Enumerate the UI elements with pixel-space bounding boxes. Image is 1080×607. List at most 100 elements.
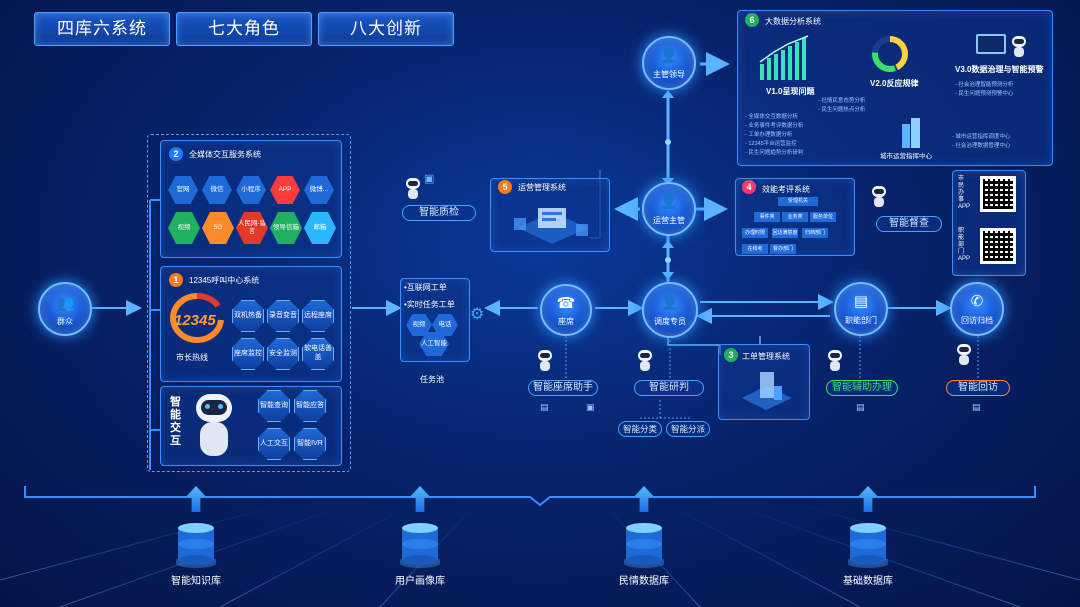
workorder-title: 工单管理系统 (742, 352, 790, 361)
hotline-caption: 市长热线 (176, 353, 208, 362)
seat-node[interactable]: ☎ 座席 (540, 284, 592, 336)
robot-icon (955, 344, 973, 366)
performance-header: 受理机关 (778, 197, 818, 206)
qr-code (980, 176, 1016, 212)
hotline-feature-tile[interactable]: 远程座席 (302, 300, 334, 332)
robot-icon (826, 350, 844, 372)
smart-interaction-tile[interactable]: 智能应答 (294, 390, 326, 422)
hotline-feature-tile[interactable]: 座席监控 (232, 338, 264, 370)
media-channel-tile[interactable]: 小程序 (236, 176, 266, 204)
smart-assist-handle-label[interactable]: 智能辅助办理 (826, 380, 898, 396)
donut-chart-icon (870, 34, 910, 74)
tab-eight-innovations[interactable]: 八大创新 (318, 12, 454, 46)
performance-cell: 回访满意度 (772, 228, 798, 238)
department-node-label: 职能部门 (845, 316, 877, 325)
public-node-label: 群众 (57, 317, 73, 326)
performance-cell: 办理时限 (742, 228, 768, 238)
hotline-feature-tile[interactable]: 软电话善盖 (302, 338, 334, 370)
bigdata-list-item: - 民生问题预测预警中心 (955, 91, 1014, 97)
performance-cell: 业务类 (782, 212, 808, 222)
robot-icon (536, 350, 554, 372)
hotline-feature-tile[interactable]: 录音变音 (267, 300, 299, 332)
smart-interaction-tile[interactable]: 智能查询 (258, 390, 290, 422)
media-channel-tile[interactable]: 官网 (168, 176, 198, 204)
dispatch-node[interactable]: 👤 调度专员 (642, 282, 698, 338)
system-number-badge: 5 (498, 180, 512, 194)
system-number-badge: 6 (745, 13, 759, 27)
smart-callback-label[interactable]: 智能回访 (946, 380, 1010, 396)
system-number-badge: 2 (169, 147, 183, 161)
supervisor-icon: 👤 (659, 193, 679, 210)
hotline-feature-tile[interactable]: 双机热备 (232, 300, 264, 332)
robot-icon (636, 350, 654, 372)
system-number-badge: 1 (169, 273, 183, 287)
bigdata-list-item: - 社情民意态势分析 (818, 98, 866, 104)
smart-supervise-label[interactable]: 智能督查 (876, 216, 942, 232)
smart-interaction-label: 智能交互 (170, 396, 181, 447)
tab-seven-roles[interactable]: 七大角色 (176, 12, 312, 46)
dispatcher-icon: 👤 (660, 294, 680, 311)
department-node[interactable]: ▤ 职能部门 (834, 282, 888, 336)
workorder-illustration (738, 366, 794, 412)
left-systems-panel (147, 134, 351, 472)
task-cell-phone: 电话 (432, 314, 458, 336)
task-cell-video: 视频 (406, 314, 432, 336)
document-icon: ▤ (856, 402, 865, 412)
database-cylinder-icon (398, 518, 442, 568)
robot-icon (404, 178, 422, 200)
robot-mascot (194, 394, 234, 460)
media-channel-tile[interactable]: 微信 (202, 176, 232, 204)
task-cell-ai: 人工智能 (419, 332, 449, 356)
performance-cell: 在线考 (742, 244, 768, 254)
bigdata-v1: V1.0呈现问题 (766, 87, 815, 96)
smart-dispatch-label[interactable]: 智能分派 (666, 421, 710, 437)
task-pool-item: •实时任务工单 (404, 300, 455, 309)
bigdata-list-item: - 全媒体交互数据分析 (745, 114, 798, 120)
robot-icon (1010, 36, 1028, 58)
hotline-logo-number: 12345 (174, 312, 216, 329)
city-center-label: 城市运营指挥中心 (880, 153, 932, 160)
database-label: 基础数据库 (843, 576, 893, 587)
database-label: 智能知识库 (171, 576, 221, 587)
supervisor-node-label: 运营主管 (653, 216, 685, 225)
database-cylinder-icon (846, 518, 890, 568)
bigdata-title: 大数据分析系统 (765, 17, 821, 26)
database-label: 用户画像库 (395, 576, 445, 587)
media-channel-tile[interactable]: 微博... (304, 176, 334, 204)
performance-cell: 服务单位 (810, 212, 836, 222)
qr-label: 市民办事APP (958, 176, 971, 210)
media-channel-tile[interactable]: 邮箱 (304, 212, 336, 244)
hotline-title: 12345呼叫中心系统 (189, 276, 260, 285)
smart-seat-helper-label[interactable]: 智能座席助手 (528, 380, 598, 396)
hotline-feature-tile[interactable]: 安全监测 (267, 338, 299, 370)
bigdata-list-item: - 民生问题热点分析 (818, 107, 866, 113)
bigdata-list-item: - 社会治理数据管理中心 (952, 143, 1011, 149)
task-pool-cells: 视频 电话 人工智能 (406, 314, 464, 356)
bigdata-list-item: - 12345平台运营监控 (745, 141, 797, 147)
smart-classify-label[interactable]: 智能分类 (618, 421, 662, 437)
smart-interaction-tile[interactable]: 智能IVR (294, 428, 326, 460)
smart-interaction-tile[interactable]: 人工交互 (258, 428, 290, 460)
qr-label: 职能部门APP (958, 228, 971, 262)
public-node[interactable]: 👥 群众 (38, 282, 92, 336)
city-building-icon (898, 118, 924, 148)
document-icon: ▤ (540, 402, 549, 412)
monitor-icon (976, 34, 1006, 54)
database-cylinder-icon (622, 518, 666, 568)
smart-quality-check-label[interactable]: 智能质检 (402, 205, 476, 221)
task-pool-label: 任务池 (420, 375, 444, 384)
ops-dashboard-illustration (508, 198, 596, 246)
leader-node[interactable]: 👤 主管领导 (642, 36, 696, 90)
performance-cell: 事件类 (754, 212, 780, 222)
document-icon: ▤ (972, 402, 981, 412)
gear-icon: ⚙ (470, 306, 485, 323)
tab-four-libraries[interactable]: 四库六系统 (34, 12, 170, 46)
smart-research-label[interactable]: 智能研判 (634, 380, 704, 396)
media-channel-tile[interactable]: 领导信箱 (270, 212, 302, 244)
supervisor-node[interactable]: 👤 运营主管 (642, 182, 696, 236)
media-channel-tile[interactable]: APP (270, 176, 300, 204)
callback-node-label: 回访归档 (961, 316, 993, 325)
document-icon: ▤ (853, 293, 869, 310)
callback-node[interactable]: ✆ 回访归档 (950, 282, 1004, 336)
